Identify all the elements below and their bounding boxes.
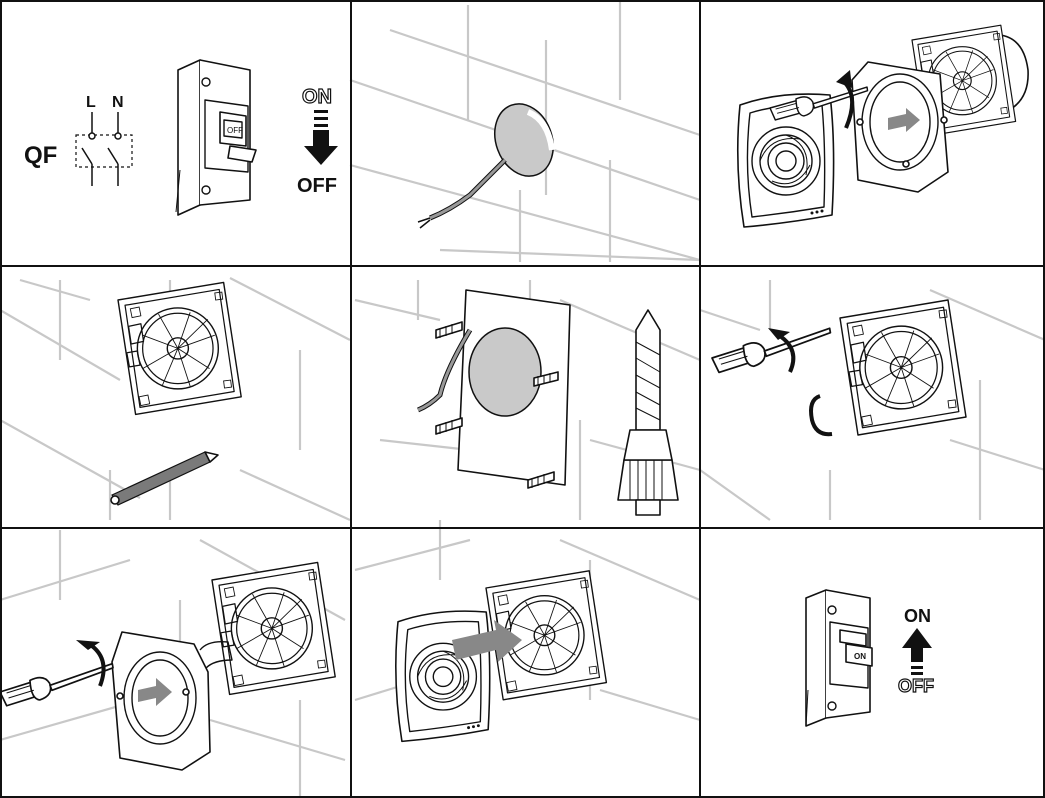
panel-breaker-off: QF L N OFF ON [24, 59, 338, 216]
arrow-down-icon [304, 130, 338, 165]
breaker-switch-text: ON [854, 652, 866, 661]
chassis-front-panel [851, 61, 949, 193]
terminal-label-n: N [112, 94, 124, 111]
terminal-label-l: L [86, 94, 96, 111]
arrow-up-icon [902, 628, 932, 662]
panel-breaker-on: ON ON OFF [805, 589, 935, 727]
rotate-arrow-icon [90, 644, 106, 687]
cable-loop [809, 394, 833, 437]
on-label: ON [302, 86, 332, 108]
rotate-arrow-icon [778, 334, 796, 373]
panel-drill-dowels [354, 280, 701, 520]
panel-fix-chassis [699, 280, 1045, 521]
pencil [110, 451, 219, 506]
device-label-qf: QF [24, 142, 57, 169]
panel-wall-opening [349, 0, 701, 262]
chassis-front-panel [111, 631, 211, 771]
panel-refit-front-panel [0, 530, 346, 798]
circuit-breaker: OFF [175, 59, 257, 216]
panel-attach-cover [354, 520, 701, 743]
switch-on-indicator: ON OFF [897, 606, 934, 697]
off-label: OFF [297, 175, 337, 197]
dowel [435, 417, 463, 435]
dowel [533, 371, 559, 387]
panel-mark-holes [0, 277, 351, 522]
switch-off-indicator: ON OFF [297, 85, 338, 197]
circuit-symbol [75, 112, 133, 186]
pull-arrow-icon [888, 108, 920, 132]
panel-remove-cover [736, 24, 1029, 228]
push-arrow-icon [138, 678, 172, 706]
dowel [527, 471, 555, 489]
push-arrow-icon [452, 620, 522, 662]
dowel [435, 321, 463, 339]
off-label: OFF [898, 676, 934, 696]
breaker-switch-text: OFF [227, 126, 243, 135]
circuit-breaker: ON [805, 589, 873, 727]
on-label: ON [904, 606, 931, 626]
drill-icon [617, 309, 679, 516]
